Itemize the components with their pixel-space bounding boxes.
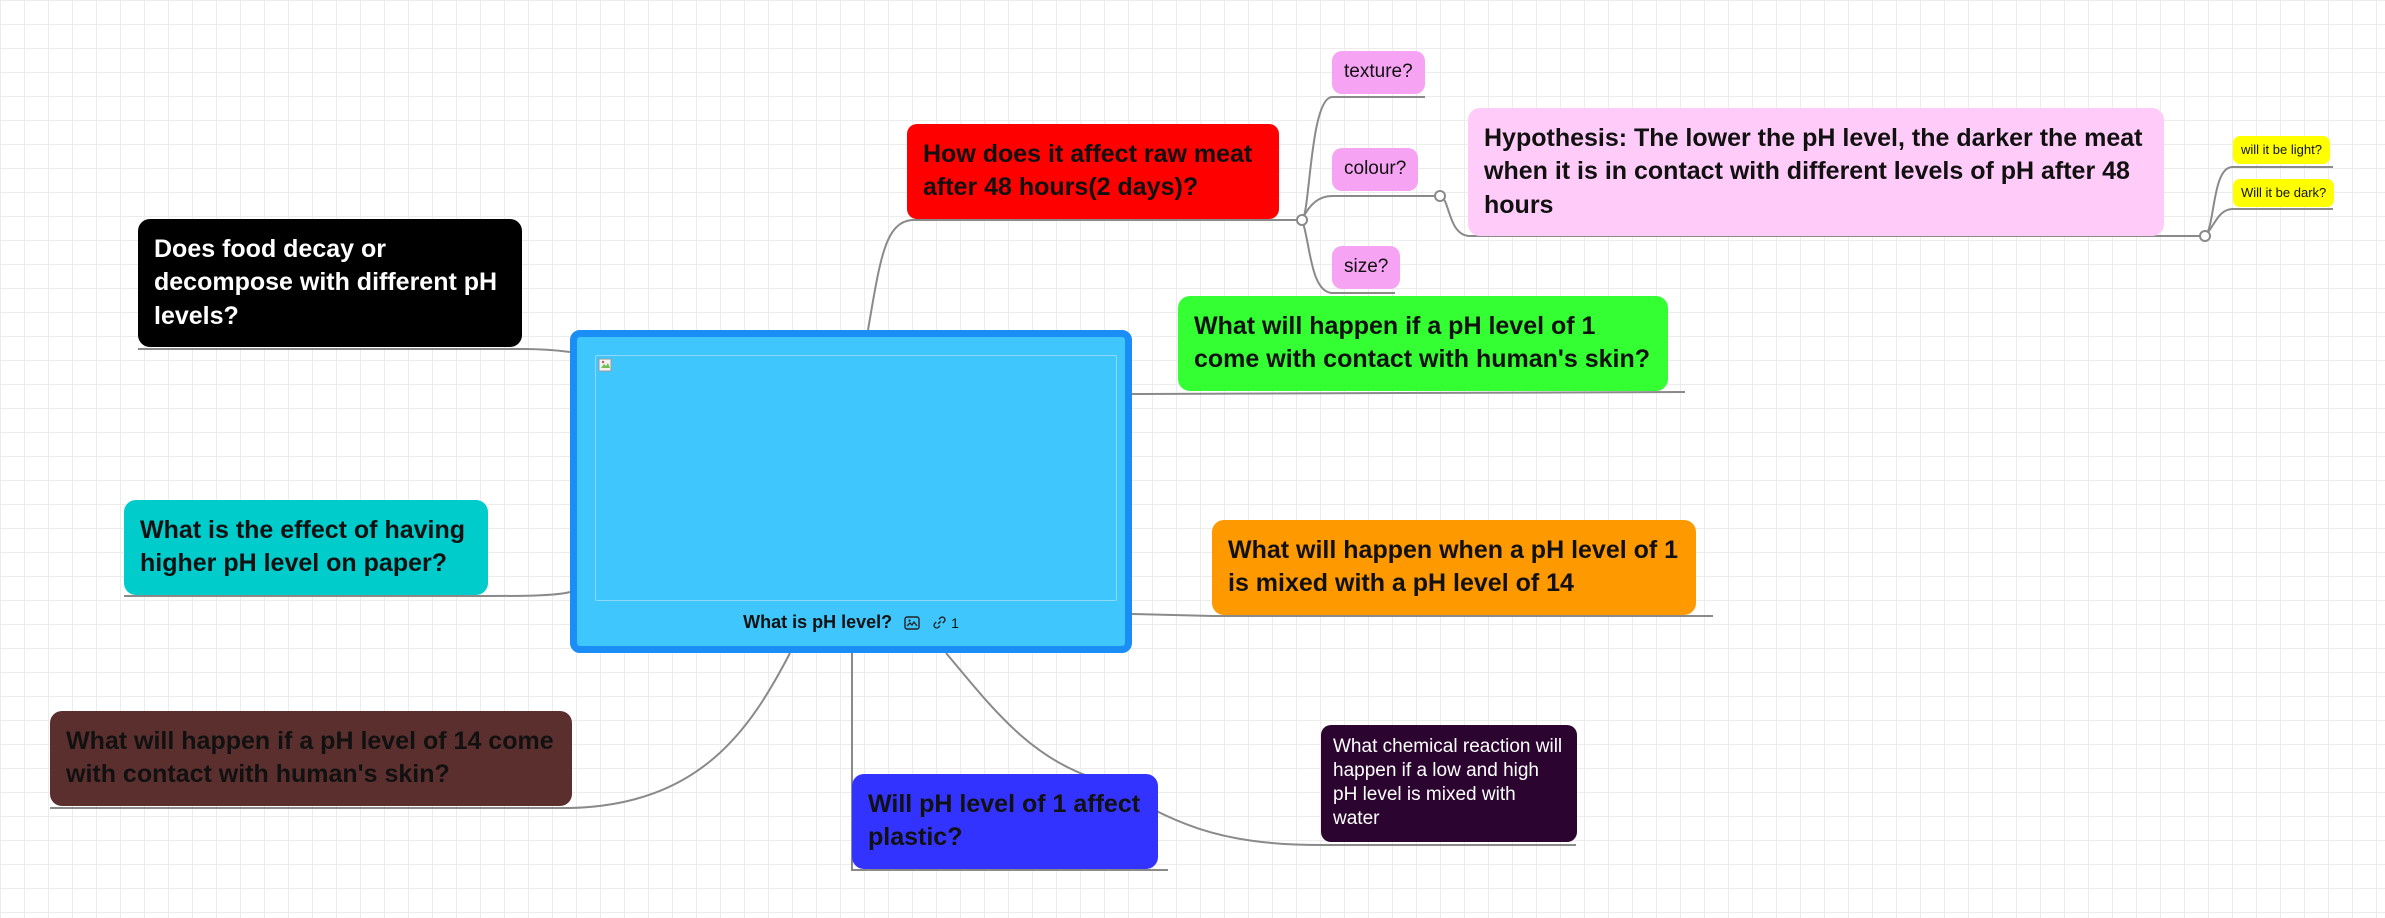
node-paper[interactable]: What is the effect of having higher pH l… [124, 500, 488, 595]
link-icon [933, 616, 946, 629]
collapse-handle-colour [1434, 190, 1446, 202]
node-skin-1-text: What will happen if a pH level of 1 come… [1194, 312, 1651, 374]
node-size[interactable]: size? [1332, 246, 1401, 289]
node-plastic-text: Will pH level of 1 affect plastic? [868, 790, 1141, 852]
connector-dark [2204, 208, 2333, 237]
central-image-placeholder [595, 355, 1117, 601]
node-texture[interactable]: texture? [1332, 51, 1425, 94]
node-skin-1[interactable]: What will happen if a pH level of 1 come… [1178, 296, 1668, 391]
node-hypothesis-text: Hypothesis: The lower the pH level, the … [1484, 124, 2143, 219]
node-paper-text: What is the effect of having higher pH l… [140, 516, 466, 578]
node-raw-meat-text: How does it affect raw meat after 48 hou… [923, 140, 1253, 202]
node-colour[interactable]: colour? [1332, 148, 1419, 191]
node-size-text: size? [1344, 256, 1389, 277]
central-footer: What is pH level? 1 [577, 612, 1125, 633]
collapse-handle-hypothesis [2199, 230, 2211, 242]
connector-central-food-decay [138, 348, 571, 353]
connector-colour [1301, 195, 1440, 221]
node-food-decay[interactable]: Does food decay or decompose with differ… [138, 219, 522, 347]
image-icon[interactable] [904, 615, 920, 630]
node-plastic[interactable]: Will pH level of 1 affect plastic? [852, 774, 1158, 869]
collapse-handle-raw-meat [1296, 214, 1308, 226]
node-skin-14[interactable]: What will happen if a pH level of 14 com… [50, 711, 572, 806]
node-mixed-1-14-text: What will happen when a pH level of 1 is… [1228, 536, 1679, 598]
node-raw-meat[interactable]: How does it affect raw meat after 48 hou… [907, 124, 1279, 219]
node-hypothesis[interactable]: Hypothesis: The lower the pH level, the … [1468, 108, 2164, 236]
node-light-text: will it be light? [2241, 142, 2322, 157]
node-texture-text: texture? [1344, 61, 1413, 82]
node-mixed-1-14[interactable]: What will happen when a pH level of 1 is… [1212, 520, 1696, 615]
connector-central-mixed [1131, 613, 1713, 617]
connector-central-raw-meat [867, 219, 1278, 331]
link-indicator[interactable]: 1 [932, 615, 959, 631]
node-chemical-reaction-text: What chemical reaction will happen if a … [1333, 736, 1563, 830]
central-topic[interactable]: What is pH level? 1 [570, 330, 1132, 653]
connector-central-skin-14 [50, 652, 791, 809]
node-food-decay-text: Does food decay or decompose with differ… [154, 235, 498, 330]
connector-central-paper [124, 591, 571, 597]
connector-central-plastic [851, 653, 1168, 871]
broken-image-icon [598, 358, 612, 372]
connector-size [1301, 219, 1395, 294]
node-dark[interactable]: Will it be dark? [2233, 179, 2335, 208]
link-count: 1 [951, 614, 959, 631]
node-chemical-reaction[interactable]: What chemical reaction will happen if a … [1321, 725, 1577, 842]
central-title[interactable]: What is pH level? [743, 612, 893, 632]
node-dark-text: Will it be dark? [2241, 185, 2327, 200]
node-skin-14-text: What will happen if a pH level of 14 com… [66, 727, 554, 789]
connector-central-skin-1 [1131, 391, 1686, 395]
node-light[interactable]: will it be light? [2233, 136, 2330, 165]
node-colour-text: colour? [1344, 158, 1407, 179]
